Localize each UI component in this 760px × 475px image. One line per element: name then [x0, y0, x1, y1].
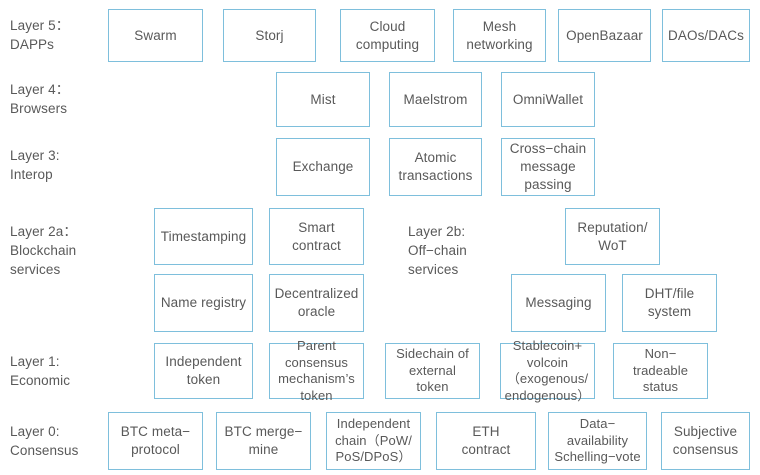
layer-label-layer-4: Layer 4： Browsers [10, 82, 70, 116]
node-box[interactable]: Sidechain of external token [385, 343, 480, 399]
layer-label-layer-0: Layer 0: Consensus [10, 424, 79, 458]
node-box[interactable]: OpenBazaar [558, 9, 651, 62]
node-box[interactable]: Smart contract [269, 208, 364, 265]
node-box[interactable]: Mesh networking [453, 9, 546, 62]
layer-label-layer-2b: Layer 2b: Off−chain services [408, 224, 467, 277]
node-box[interactable]: Atomic transactions [389, 138, 482, 196]
node-box[interactable]: DAOs/DACs [662, 9, 750, 62]
node-box[interactable]: Cloud computing [340, 9, 435, 62]
node-box[interactable]: ETH contract [436, 412, 536, 470]
node-box[interactable]: Subjective consensus [661, 412, 750, 470]
node-box[interactable]: Cross−chain message passing [501, 138, 595, 196]
node-box[interactable]: Data− availability Schelling−vote [548, 412, 647, 470]
node-box[interactable]: Non− tradeable status [613, 343, 708, 399]
node-box[interactable]: Stablecoin+ volcoin （exogenous/ endogeno… [500, 338, 595, 403]
node-box[interactable]: Maelstrom [389, 72, 482, 127]
node-box[interactable]: Parent consensus mechanism’s token [269, 338, 364, 403]
layer-label-layer-3: Layer 3: Interop [10, 148, 60, 182]
node-box[interactable]: OmniWallet [501, 72, 595, 127]
layer-label-layer-1: Layer 1: Economic [10, 354, 71, 388]
node-box[interactable]: BTC meta− protocol [108, 412, 203, 470]
node-box[interactable]: Decentralized oracle [269, 274, 364, 332]
node-box[interactable]: Mist [276, 72, 370, 127]
node-box[interactable]: Independent token [154, 343, 253, 399]
node-box[interactable]: DHT/file system [622, 274, 717, 332]
node-box[interactable]: BTC merge− mine [216, 412, 311, 470]
layer-label-layer-2a: Layer 2a： Blockchain services [10, 224, 77, 277]
layer-label-layer-5: Layer 5： DAPPs [10, 18, 70, 52]
node-box[interactable]: Independent chain（PoW/ PoS/DPoS） [326, 412, 421, 470]
node-box[interactable]: Timestamping [154, 208, 253, 265]
node-box[interactable]: Name registry [154, 274, 253, 332]
node-box[interactable]: Swarm [108, 9, 203, 62]
node-box[interactable]: Reputation/ WoT [565, 208, 660, 265]
node-box[interactable]: Exchange [276, 138, 370, 196]
node-box[interactable]: Messaging [511, 274, 606, 332]
node-box[interactable]: Storj [223, 9, 316, 62]
